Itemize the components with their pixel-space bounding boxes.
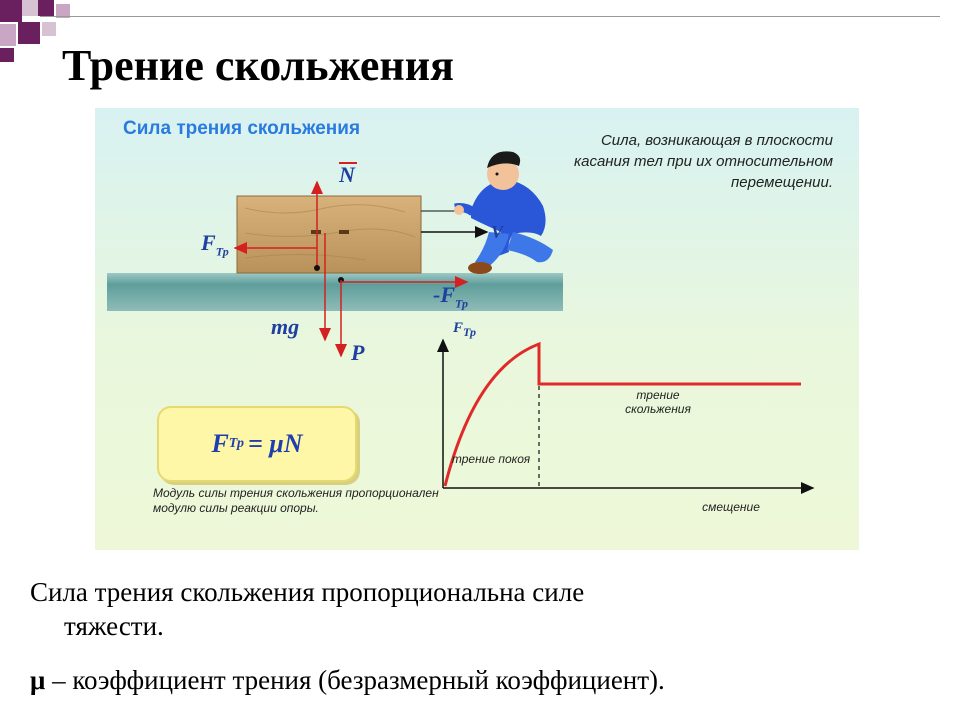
label-reaction-friction: -FТр <box>433 282 469 311</box>
figure-title: Сила трения скольжения <box>123 118 361 139</box>
decor-square <box>56 4 70 18</box>
decor-square <box>0 24 16 46</box>
label-weight: P <box>351 340 365 365</box>
label-friction-force: FТр <box>201 230 229 259</box>
contact-point <box>314 265 320 271</box>
pulling-person <box>454 151 553 274</box>
decor-square <box>22 0 38 16</box>
label-normal-force: N <box>339 162 357 188</box>
friction-definition: Сила, возникающая в плоскости касания те… <box>574 132 833 191</box>
label-static-friction: трение покоя <box>451 452 531 466</box>
body-line-2: μ – коэффициент трения (безразмерный коэ… <box>30 665 665 695</box>
decor-rule <box>40 16 940 17</box>
body-line-1: Сила трения скольжения пропорциональна с… <box>30 577 585 607</box>
page-title: Трение скольжения <box>62 41 454 90</box>
formula-caption: Модуль силы трения скольжения пропорцион… <box>153 486 439 515</box>
label-velocity: V <box>491 222 504 242</box>
figure-drawing <box>107 151 815 494</box>
decor-square <box>38 0 54 16</box>
friction-figure: Сила трения скольжения Сила, возникающая… <box>95 108 859 550</box>
decor-square <box>42 22 56 36</box>
center-mark <box>339 230 349 234</box>
friction-graph <box>437 338 815 494</box>
decor-square <box>18 22 40 44</box>
wooden-block <box>236 195 422 274</box>
center-mark <box>311 230 321 234</box>
body-line-1-cont: тяжести. <box>64 611 164 641</box>
floor-surface <box>107 273 563 311</box>
decor-square <box>0 48 14 62</box>
label-gravity: mg <box>271 314 300 339</box>
graph-y-label: FТр <box>453 320 477 339</box>
graph-x-label: смещение <box>702 500 760 514</box>
label-sliding-friction: трение скольжения <box>625 388 691 416</box>
friction-curve <box>443 341 801 487</box>
decor-square <box>0 0 22 22</box>
